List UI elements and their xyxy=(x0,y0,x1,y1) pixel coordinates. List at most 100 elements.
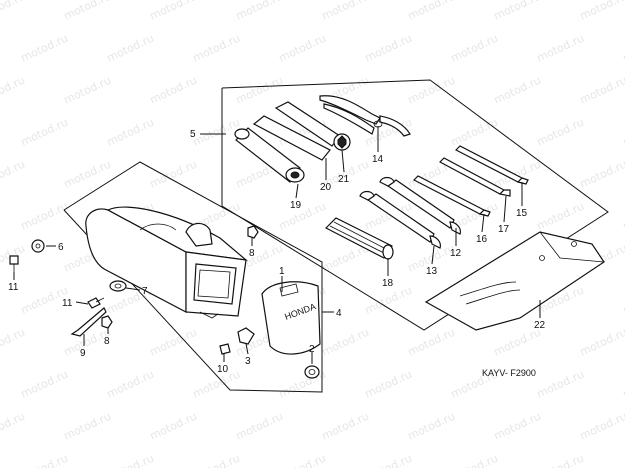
callout-7: 7 xyxy=(142,286,148,297)
watermark-text: motod.ru xyxy=(277,368,328,401)
callout-17: 17 xyxy=(498,224,510,235)
watermark-text: motod.ru xyxy=(363,368,414,401)
screwdriver-17 xyxy=(439,157,511,197)
watermark-text: motod.ru xyxy=(621,32,625,65)
callout-1: 1 xyxy=(279,266,285,277)
band-9 xyxy=(70,307,107,337)
callout-9: 9 xyxy=(80,348,86,359)
watermark-text: motod.ru xyxy=(320,410,371,443)
watermark-text: motod.ru xyxy=(578,410,625,443)
watermark-text: motod.ru xyxy=(105,368,156,401)
drawing-code: KAYV- F2900 xyxy=(482,368,536,378)
watermark-text: motod.ru xyxy=(19,452,70,468)
watermark-text: motod.ru xyxy=(492,158,543,191)
callout-14: 14 xyxy=(372,154,384,165)
watermark-text: motod.ru xyxy=(0,158,27,191)
watermark-text: motod.ru xyxy=(406,74,457,107)
watermark-text: motod.ru xyxy=(105,116,156,149)
callout-2: 2 xyxy=(309,344,315,355)
callout-5: 5 xyxy=(190,129,196,140)
callout-6: 6 xyxy=(58,242,64,253)
callout-8a: 8 xyxy=(249,248,255,259)
callout-15: 15 xyxy=(516,208,528,219)
watermark-text: motod.ru xyxy=(62,410,113,443)
watermark-text: motod.ru xyxy=(578,158,625,191)
screwdriver-16 xyxy=(412,175,491,217)
callout-11b: 11 xyxy=(62,298,73,309)
watermark-text: motod.ru xyxy=(363,452,414,468)
watermark-text: motod.ru xyxy=(105,32,156,65)
watermark-text: motod.ru xyxy=(0,326,27,359)
collar-3 xyxy=(237,327,255,345)
callout-22: 22 xyxy=(534,320,546,331)
watermark-text: motod.ru xyxy=(535,368,586,401)
tool-bag-outline xyxy=(63,161,323,393)
nut-8-lower xyxy=(101,315,113,329)
watermark-text: motod.ru xyxy=(234,410,285,443)
open-end-wrench-13 xyxy=(359,190,441,249)
callout-13: 13 xyxy=(426,266,438,277)
watermark-text: motod.ru xyxy=(320,0,371,23)
watermark-text: motod.ru xyxy=(0,74,27,107)
watermark-text: motod.ru xyxy=(234,74,285,107)
tool-roll xyxy=(424,231,605,331)
nut-8-upper xyxy=(247,225,259,239)
open-end-wrench-12 xyxy=(379,176,461,235)
watermark-text: motod.ru xyxy=(19,200,70,233)
callout-16: 16 xyxy=(476,234,488,245)
callout-3: 3 xyxy=(245,356,251,367)
callout-11a: 11 xyxy=(8,282,19,293)
callout-19: 19 xyxy=(290,200,302,211)
watermark-text: motod.ru xyxy=(148,410,199,443)
watermark-text: motod.ru xyxy=(234,0,285,23)
watermark-text: motod.ru xyxy=(492,0,543,23)
watermark-text: motod.ru xyxy=(277,200,328,233)
callout-18: 18 xyxy=(382,278,394,289)
watermark-text: motod.ru xyxy=(191,452,242,468)
watermark-text: motod.ru xyxy=(0,0,27,23)
callout-4: 4 xyxy=(336,308,342,319)
watermark-text: motod.ru xyxy=(19,116,70,149)
watermark-text: motod.ru xyxy=(191,32,242,65)
watermark-text: motod.ru xyxy=(19,32,70,65)
watermark-text: motod.ru xyxy=(621,116,625,149)
watermark-text: motod.ru xyxy=(621,368,625,401)
watermark-text: motod.ru xyxy=(105,452,156,468)
watermark-text: motod.ru xyxy=(492,410,543,443)
callout-10: 10 xyxy=(217,364,229,375)
bolt-2 xyxy=(304,365,320,379)
watermark-text: motod.ru xyxy=(148,326,199,359)
watermark-text: motod.ru xyxy=(535,200,586,233)
watermark-text: motod.ru xyxy=(535,116,586,149)
pin-10 xyxy=(219,343,231,355)
watermark-text: motod.ru xyxy=(449,452,500,468)
watermark-text: motod.ru xyxy=(191,116,242,149)
pliers xyxy=(319,95,411,137)
box-wrench xyxy=(274,101,351,151)
tool-bag xyxy=(85,206,248,319)
watermark-text: motod.ru xyxy=(621,200,625,233)
watermark-text: motod.ru xyxy=(406,326,457,359)
watermark-text: motod.ru xyxy=(621,284,625,317)
watermark-text: motod.ru xyxy=(277,452,328,468)
watermark-text: motod.ru xyxy=(363,32,414,65)
watermark-text: motod.ru xyxy=(492,74,543,107)
watermark-text: motod.ru xyxy=(277,32,328,65)
watermark-text: motod.ru xyxy=(406,410,457,443)
watermark-text: motod.ru xyxy=(62,158,113,191)
watermark-text: motod.ru xyxy=(62,74,113,107)
watermark-text: motod.ru xyxy=(449,116,500,149)
watermark-text: motod.ru xyxy=(62,0,113,23)
watermark-text: motod.ru xyxy=(535,32,586,65)
callout-labels: 5 6 11 7 11 8 8 9 10 3 2 1 4 14 21 20 19… xyxy=(8,129,546,375)
handle-bar xyxy=(252,115,331,161)
screwdriver-handle xyxy=(324,217,394,260)
callout-8b: 8 xyxy=(104,336,110,347)
callout-20: 20 xyxy=(320,182,332,193)
watermark-text: motod.ru xyxy=(19,368,70,401)
screwdriver-15 xyxy=(454,145,529,185)
watermark-text: motod.ru xyxy=(449,32,500,65)
watermark-text: motod.ru xyxy=(535,452,586,468)
callout-12: 12 xyxy=(450,248,462,259)
